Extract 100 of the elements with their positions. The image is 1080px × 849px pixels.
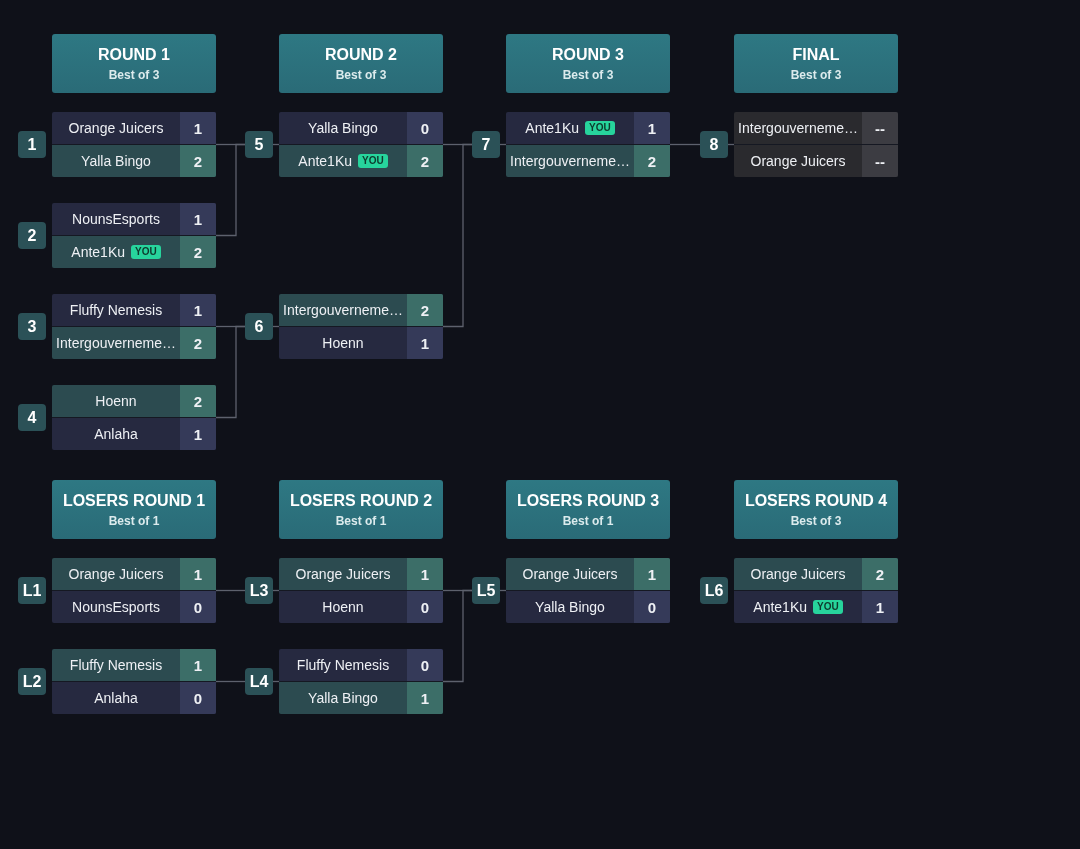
score-cell: 1 bbox=[407, 682, 443, 714]
match-number: L1 bbox=[18, 577, 46, 604]
score-cell: 1 bbox=[634, 558, 670, 590]
match-number: 7 bbox=[472, 131, 500, 158]
format-label: Best of 1 bbox=[562, 514, 614, 528]
team-row bbox=[279, 558, 443, 590]
score-cell: 0 bbox=[180, 591, 216, 623]
round-title: LOSERS ROUND 2 bbox=[289, 491, 433, 510]
match-card bbox=[279, 294, 443, 359]
format-label: Best of 3 bbox=[790, 514, 842, 528]
match-card bbox=[279, 558, 443, 623]
score-cell: 1 bbox=[180, 112, 216, 144]
team-name: Orange Juicers bbox=[522, 565, 618, 583]
team-row bbox=[52, 236, 216, 268]
team-name: Yalla Bingo bbox=[308, 119, 378, 137]
match-number: 2 bbox=[18, 222, 46, 249]
match-card bbox=[279, 112, 443, 177]
team-name: Hoenn bbox=[322, 598, 364, 616]
team-row bbox=[506, 591, 670, 623]
bracket-line bbox=[499, 589, 507, 592]
team-name: NounsEsports bbox=[72, 210, 160, 228]
you-tag: YOU bbox=[131, 245, 161, 259]
team-row bbox=[279, 649, 443, 681]
team-row bbox=[52, 558, 216, 590]
team-row bbox=[279, 145, 443, 177]
team-row bbox=[279, 327, 443, 359]
round-title: LOSERS ROUND 4 bbox=[744, 491, 888, 510]
bracket-line bbox=[215, 680, 246, 683]
match-card bbox=[52, 649, 216, 714]
team-row bbox=[279, 112, 443, 144]
team-name: Ante1Ku bbox=[71, 243, 125, 261]
match-card bbox=[52, 558, 216, 623]
match-number: L2 bbox=[18, 668, 46, 695]
match-number: 5 bbox=[245, 131, 273, 158]
team-row bbox=[52, 327, 216, 359]
team-name: Ante1Ku bbox=[298, 152, 352, 170]
score-cell: -- bbox=[862, 112, 898, 144]
match-card bbox=[279, 649, 443, 714]
team-row bbox=[506, 558, 670, 590]
bracket-line bbox=[272, 589, 280, 592]
format-label: Best of 3 bbox=[790, 68, 842, 82]
score-cell: 1 bbox=[407, 558, 443, 590]
team-name: Fluffy Nemesis bbox=[69, 301, 163, 319]
team-name: Anlaha bbox=[94, 425, 138, 443]
team-name: Intergouverneme… bbox=[283, 301, 403, 319]
team-name: Ante1Ku bbox=[525, 119, 579, 137]
match-number: 8 bbox=[700, 131, 728, 158]
you-tag: YOU bbox=[585, 121, 615, 135]
score-cell: 2 bbox=[407, 145, 443, 177]
match-card bbox=[52, 112, 216, 177]
score-cell: 1 bbox=[180, 418, 216, 450]
score-cell: -- bbox=[862, 145, 898, 177]
team-name: Orange Juicers bbox=[295, 565, 391, 583]
score-cell: 0 bbox=[407, 649, 443, 681]
team-row bbox=[52, 145, 216, 177]
match-number: L4 bbox=[245, 668, 273, 695]
round-header bbox=[279, 34, 443, 93]
match-number: L6 bbox=[700, 577, 728, 604]
score-cell: 1 bbox=[180, 294, 216, 326]
score-cell: 0 bbox=[407, 112, 443, 144]
team-row bbox=[52, 385, 216, 417]
round-title: ROUND 3 bbox=[552, 45, 624, 64]
score-cell: 2 bbox=[180, 385, 216, 417]
format-label: Best of 1 bbox=[108, 514, 160, 528]
team-name: Orange Juicers bbox=[750, 565, 846, 583]
team-name: Orange Juicers bbox=[68, 565, 164, 583]
score-cell: 1 bbox=[862, 591, 898, 623]
match-card bbox=[734, 112, 898, 177]
score-cell: 0 bbox=[407, 591, 443, 623]
team-row bbox=[734, 145, 898, 177]
team-row bbox=[52, 203, 216, 235]
format-label: Best of 3 bbox=[335, 68, 387, 82]
score-cell: 1 bbox=[407, 327, 443, 359]
team-row bbox=[506, 112, 670, 144]
team-row bbox=[734, 591, 898, 623]
team-name: Hoenn bbox=[95, 392, 137, 410]
match-card bbox=[734, 558, 898, 623]
bracket-line bbox=[215, 143, 246, 237]
bracket-line bbox=[272, 143, 280, 146]
team-name: Fluffy Nemesis bbox=[69, 656, 163, 674]
team-name: Intergouverneme… bbox=[738, 119, 858, 137]
match-card bbox=[506, 112, 670, 177]
team-row bbox=[506, 145, 670, 177]
bracket-line bbox=[442, 589, 473, 683]
format-label: Best of 3 bbox=[108, 68, 160, 82]
team-name: Anlaha bbox=[94, 689, 138, 707]
team-row bbox=[52, 112, 216, 144]
team-name: Orange Juicers bbox=[750, 152, 846, 170]
team-row bbox=[734, 558, 898, 590]
team-row bbox=[52, 682, 216, 714]
score-cell: 2 bbox=[180, 327, 216, 359]
bracket-line bbox=[669, 143, 701, 146]
team-row bbox=[279, 682, 443, 714]
format-label: Best of 3 bbox=[562, 68, 614, 82]
team-name: Yalla Bingo bbox=[81, 152, 151, 170]
bracket-line bbox=[272, 325, 280, 328]
score-cell: 2 bbox=[180, 145, 216, 177]
score-cell: 1 bbox=[180, 203, 216, 235]
round-title: LOSERS ROUND 3 bbox=[516, 491, 660, 510]
bracket-line bbox=[499, 143, 507, 146]
